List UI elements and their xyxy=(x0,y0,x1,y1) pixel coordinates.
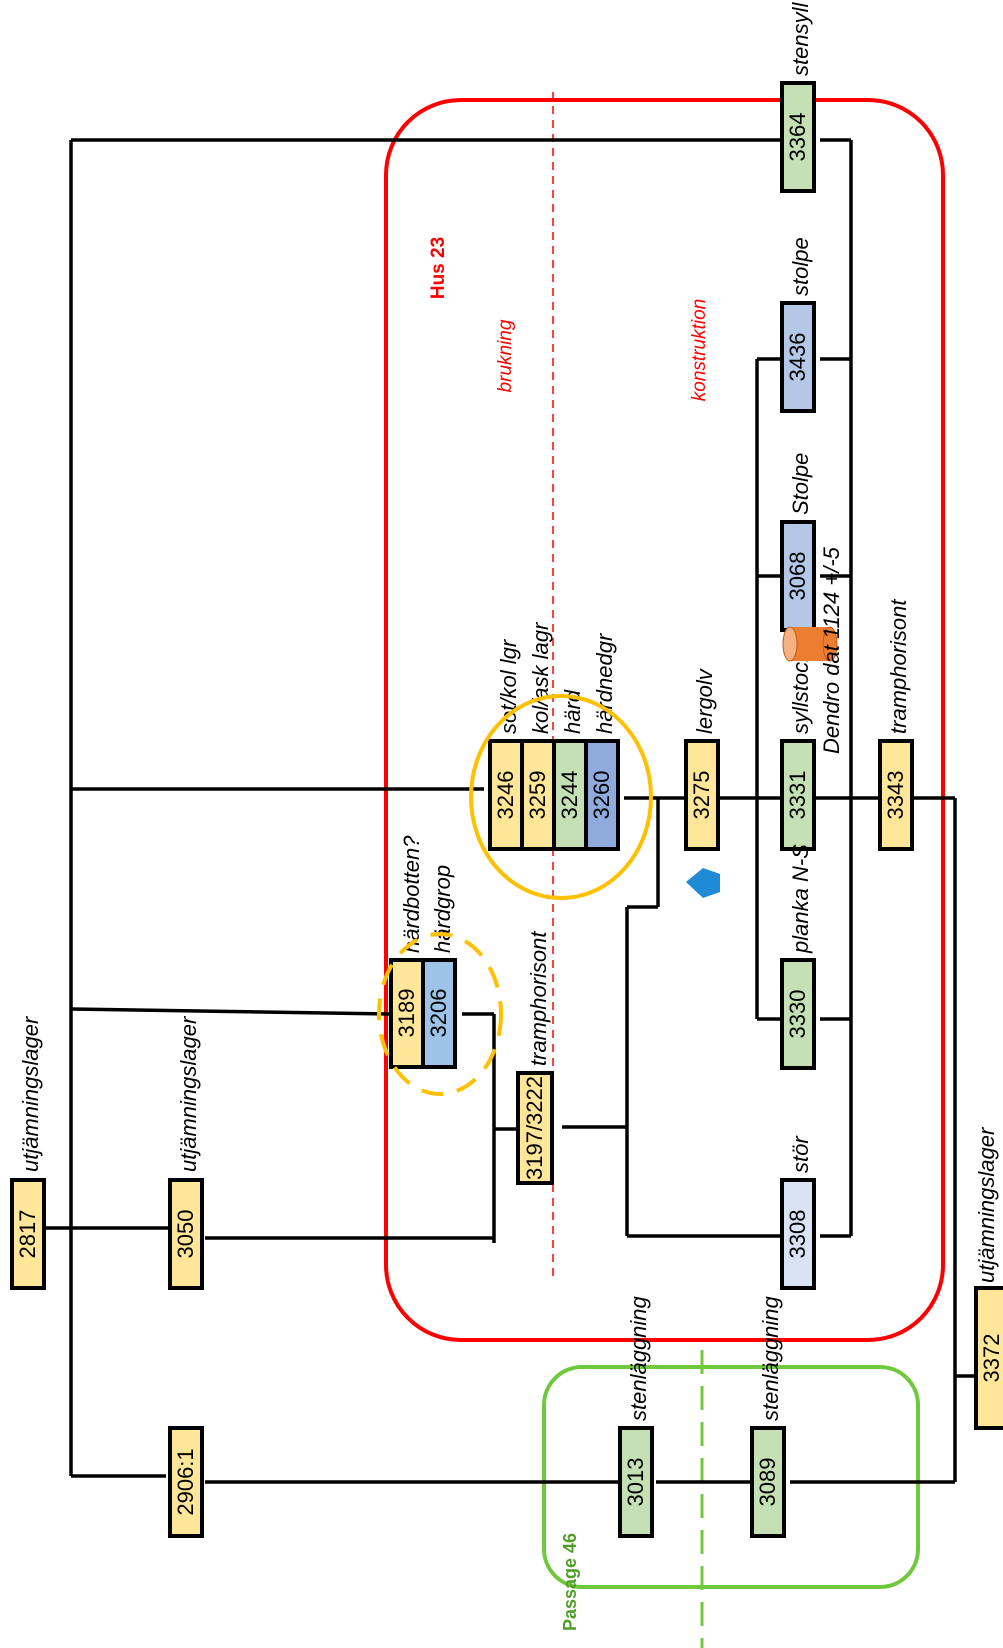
context-id: 3331 xyxy=(785,771,810,820)
context-3343: 3343 tramphorisont xyxy=(878,599,914,851)
context-id: 3343 xyxy=(883,771,908,820)
hearth-circle xyxy=(469,694,653,900)
context-id: 3050 xyxy=(173,1210,198,1259)
context-id: 3206 xyxy=(426,989,451,1038)
hearth-pit-dashed-circle xyxy=(377,932,503,1096)
context-id: 3364 xyxy=(785,113,810,162)
context-description: syllstock xyxy=(788,650,813,734)
context-id: 3259 xyxy=(525,771,550,820)
house-outline xyxy=(384,98,945,1342)
house-divider-bottom-label: konstruktion xyxy=(689,299,710,401)
context-3068: 3068 Stolpe xyxy=(780,453,816,632)
context-description: tramphorisont xyxy=(886,599,911,734)
context-id: 3244 xyxy=(557,771,582,820)
dendro-cylinder-icon xyxy=(782,626,838,662)
context-id: 3068 xyxy=(785,552,810,601)
find-pentagon-icon xyxy=(686,868,720,898)
matrix-connectors xyxy=(45,138,975,1484)
house-label: Hus 23 xyxy=(428,237,449,299)
context-id: 3246 xyxy=(493,771,518,820)
context-3364: 3364 stensyll xyxy=(780,2,816,193)
context-3089: 3089 stenläggning xyxy=(750,1295,786,1538)
context-3260: 3260 härdnedgr xyxy=(584,632,620,851)
context-id: 3372 xyxy=(979,1334,1003,1383)
context-3275: 3275 lergolv xyxy=(684,667,720,851)
context-id: 3013 xyxy=(623,1458,648,1507)
context-description: utjämningslager xyxy=(974,1126,999,1283)
context-2817: 2817 utjämningslager xyxy=(10,1015,46,1290)
context-id: 2817 xyxy=(15,1210,40,1259)
context-2906-1: 2906:1 xyxy=(168,1426,204,1538)
context-description: stör xyxy=(788,1135,813,1173)
context-id: 3436 xyxy=(785,333,810,382)
context-description: utjämningslager xyxy=(18,1015,43,1172)
context-3189: 3189 härdbotten? xyxy=(389,835,425,1069)
passage-label: Passage 46 xyxy=(560,1533,580,1631)
passage-outline xyxy=(542,1365,920,1589)
context-description: sot/kol lgr xyxy=(496,638,521,734)
context-3013: 3013 stenläggning xyxy=(618,1295,654,1538)
context-3244: 3244 härd xyxy=(552,689,588,851)
context-id: 3330 xyxy=(785,990,810,1039)
context-id: 3275 xyxy=(689,771,714,820)
context-description: utjämningslager xyxy=(176,1015,201,1172)
context-3331: 3331 syllstock xyxy=(780,650,816,851)
context-description: kol/ask lagr xyxy=(528,621,553,734)
context-description: stensyll xyxy=(788,2,813,76)
context-3372: 3372 utjämningslager xyxy=(974,1126,1003,1430)
context-description: härdbotten? xyxy=(399,835,424,953)
context-3197-3222: 3197/3222 tramphorisont xyxy=(516,931,554,1185)
context-3259: 3259 kol/ask lagr xyxy=(520,621,556,851)
context-description: tramphorisont xyxy=(526,931,551,1066)
context-id: 3197/3222 xyxy=(522,1076,547,1180)
context-id: 3260 xyxy=(589,771,614,820)
context-description: stenläggning xyxy=(626,1295,651,1421)
context-3436: 3436 stolpe xyxy=(780,237,816,413)
context-3246: 3246 sot/kol lgr xyxy=(488,638,524,851)
context-3308: 3308 stör xyxy=(780,1135,816,1290)
house-divider-top-label: brukning xyxy=(495,319,516,392)
context-description: planka N-S xyxy=(788,844,813,954)
context-id: 2906:1 xyxy=(173,1448,198,1515)
context-id: 3308 xyxy=(785,1210,810,1259)
context-id: 3189 xyxy=(394,989,419,1038)
context-description: stenläggning xyxy=(758,1295,783,1421)
context-description: härdnedgr xyxy=(592,632,617,734)
context-description: lergolv xyxy=(692,667,717,734)
context-3050: 3050 utjämningslager xyxy=(168,1015,204,1290)
context-3330: 3330 planka N-S xyxy=(780,844,816,1070)
context-id: 3089 xyxy=(755,1458,780,1507)
context-description: stolpe xyxy=(788,237,813,296)
dendro-date-label: Dendro dat 1124 +/-5 xyxy=(819,546,844,754)
context-description: härdgrop xyxy=(430,865,455,953)
context-3206: 3206 härdgrop xyxy=(421,865,457,1069)
context-description: Stolpe xyxy=(788,453,813,515)
